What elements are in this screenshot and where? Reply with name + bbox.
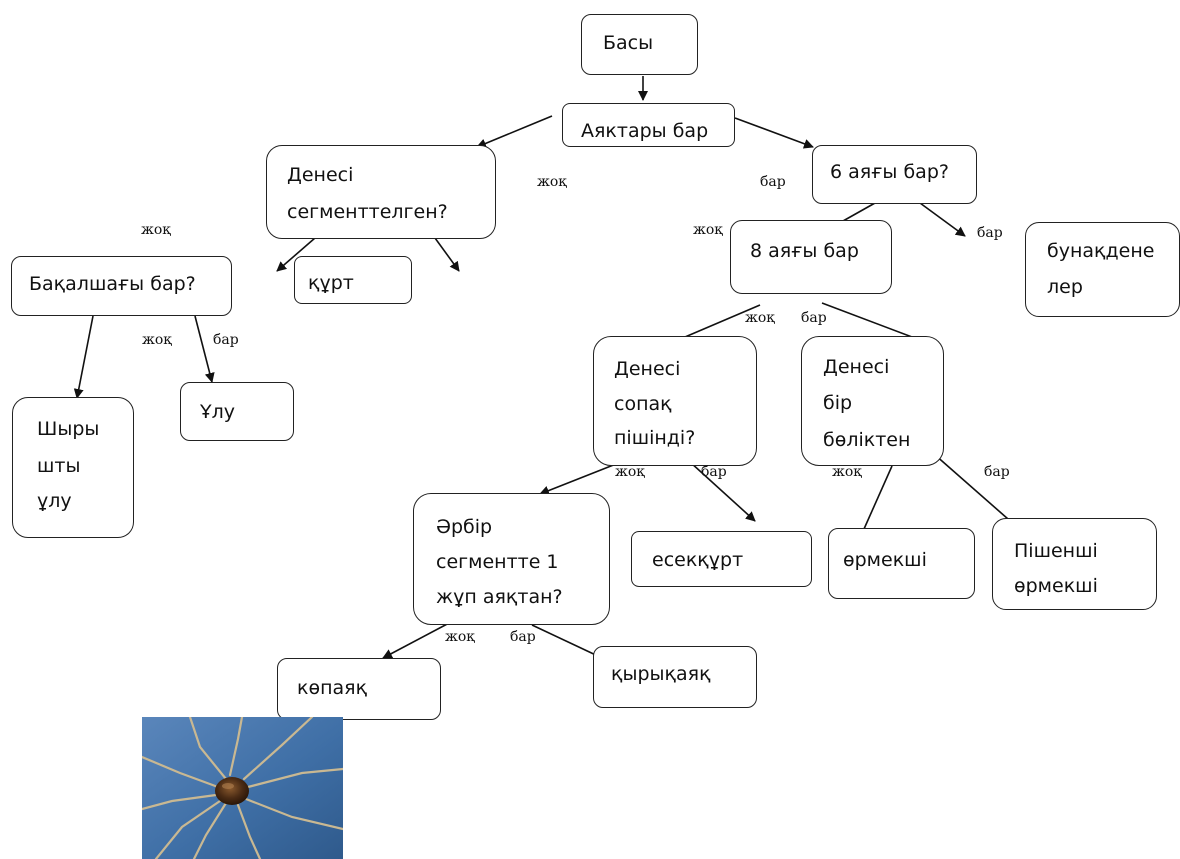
node-box-millipede — [277, 658, 441, 720]
node-oval-text-2: сопақ — [614, 393, 672, 415]
branch-label-no: жоқ — [693, 222, 723, 238]
node-box-slug — [12, 397, 134, 538]
node-shell-text: Бақалшағы бар? — [29, 273, 196, 295]
spider-photo-icon — [142, 717, 343, 859]
node-box-tick — [631, 531, 812, 587]
node-slug-text-1: Шыры — [37, 418, 100, 440]
arrow-sixlegs-insects — [919, 202, 966, 237]
node-box-one-part — [801, 336, 944, 466]
node-box-centipede — [593, 646, 757, 708]
line-onepart-harvestman — [933, 453, 1009, 520]
node-segmented-text-2: сегменттелген? — [287, 201, 448, 223]
node-slug-text-2: шты — [37, 455, 81, 477]
line-onepart-spider — [863, 465, 893, 530]
node-box-worm — [294, 256, 412, 304]
node-box-snail — [180, 382, 294, 441]
node-pairs-text-1: Әрбір — [436, 516, 493, 538]
branch-label-no: жоқ — [745, 310, 775, 326]
arrow-oval-tick — [689, 461, 756, 522]
branch-label-no: жоқ — [537, 174, 567, 190]
node-centipede-text: қырықаяқ — [611, 663, 711, 685]
node-spider-text: өрмекші — [843, 549, 927, 571]
node-segmented-text-1: Денесі — [287, 164, 354, 186]
line-eightlegs-onepart — [821, 302, 913, 338]
arrow-segmented-worm — [276, 237, 316, 272]
node-harvestman-text-2: өрмекші — [1014, 575, 1098, 597]
node-box-oval — [593, 336, 757, 466]
branch-label-yes: бар — [760, 174, 786, 190]
node-pairs-text-2: сегментте 1 — [436, 551, 559, 573]
harvestman-spider-photo — [142, 717, 343, 859]
node-six-legs-text: 6 аяғы бар? — [830, 161, 949, 183]
node-pairs-text-3: жұп аяқтан? — [436, 586, 563, 608]
node-harvestman-text-1: Пішенші — [1014, 540, 1098, 562]
node-box-insects — [1025, 222, 1180, 317]
node-snail-text: Ұлу — [200, 401, 235, 423]
node-start-text: Басы — [603, 32, 654, 54]
node-one-part-text-2: бір — [823, 392, 853, 414]
arrow-oval-pairs — [539, 463, 617, 496]
node-box-legs — [562, 103, 735, 147]
arrow-segmented-right — [434, 237, 460, 272]
node-eight-legs-text: 8 аяғы бар — [750, 240, 859, 262]
node-slug-text-3: ұлу — [37, 490, 72, 512]
branch-label-no: жоқ — [141, 222, 171, 238]
node-box-harvestman — [992, 518, 1157, 610]
node-oval-text-1: Денесі — [614, 358, 681, 380]
node-box-six-legs — [812, 145, 977, 204]
arrow-legs-sixlegs — [734, 117, 814, 149]
branch-label-no: жоқ — [615, 464, 645, 480]
node-box-start — [581, 14, 698, 75]
node-worm-text: құрт — [308, 272, 354, 294]
line-eightlegs-oval — [684, 304, 761, 338]
arrow-legs-segmented — [476, 115, 553, 149]
node-box-eight-legs — [730, 220, 892, 294]
node-one-part-text-3: бөліктен — [823, 429, 911, 451]
branch-label-yes: бар — [977, 225, 1003, 241]
node-oval-text-3: пішінді? — [614, 427, 696, 449]
branch-label-no: жоқ — [832, 464, 862, 480]
branch-label-yes: бар — [213, 332, 239, 348]
node-box-spider — [828, 528, 975, 599]
node-box-segmented — [266, 145, 496, 239]
node-millipede-text: көпаяқ — [297, 677, 368, 699]
branch-label-yes: бар — [984, 464, 1010, 480]
node-box-pairs — [413, 493, 610, 625]
branch-label-yes: бар — [701, 464, 727, 480]
node-legs-text-clip: Аяктары бар — [563, 104, 734, 146]
arrow-shell-slug — [73, 315, 94, 399]
branch-label-yes: бар — [801, 310, 827, 326]
arrow-shell-snail — [194, 315, 215, 383]
branch-label-no: жоқ — [142, 332, 172, 348]
branch-label-no: жоқ — [445, 629, 475, 645]
line-sixlegs-eightlegs — [842, 202, 876, 222]
arrow-pairs-millipede — [382, 621, 452, 659]
branch-label-yes: бар — [510, 629, 536, 645]
node-tick-text: есекқұрт — [652, 549, 744, 571]
line-pairs-centipede — [531, 624, 601, 658]
node-box-shell — [11, 256, 232, 316]
node-insects-text-2: лер — [1047, 276, 1083, 298]
node-one-part-text-1: Денесі — [823, 356, 890, 378]
node-insects-text-1: бунақдене — [1047, 240, 1155, 262]
node-legs-text: Аяктары бар — [581, 120, 709, 142]
